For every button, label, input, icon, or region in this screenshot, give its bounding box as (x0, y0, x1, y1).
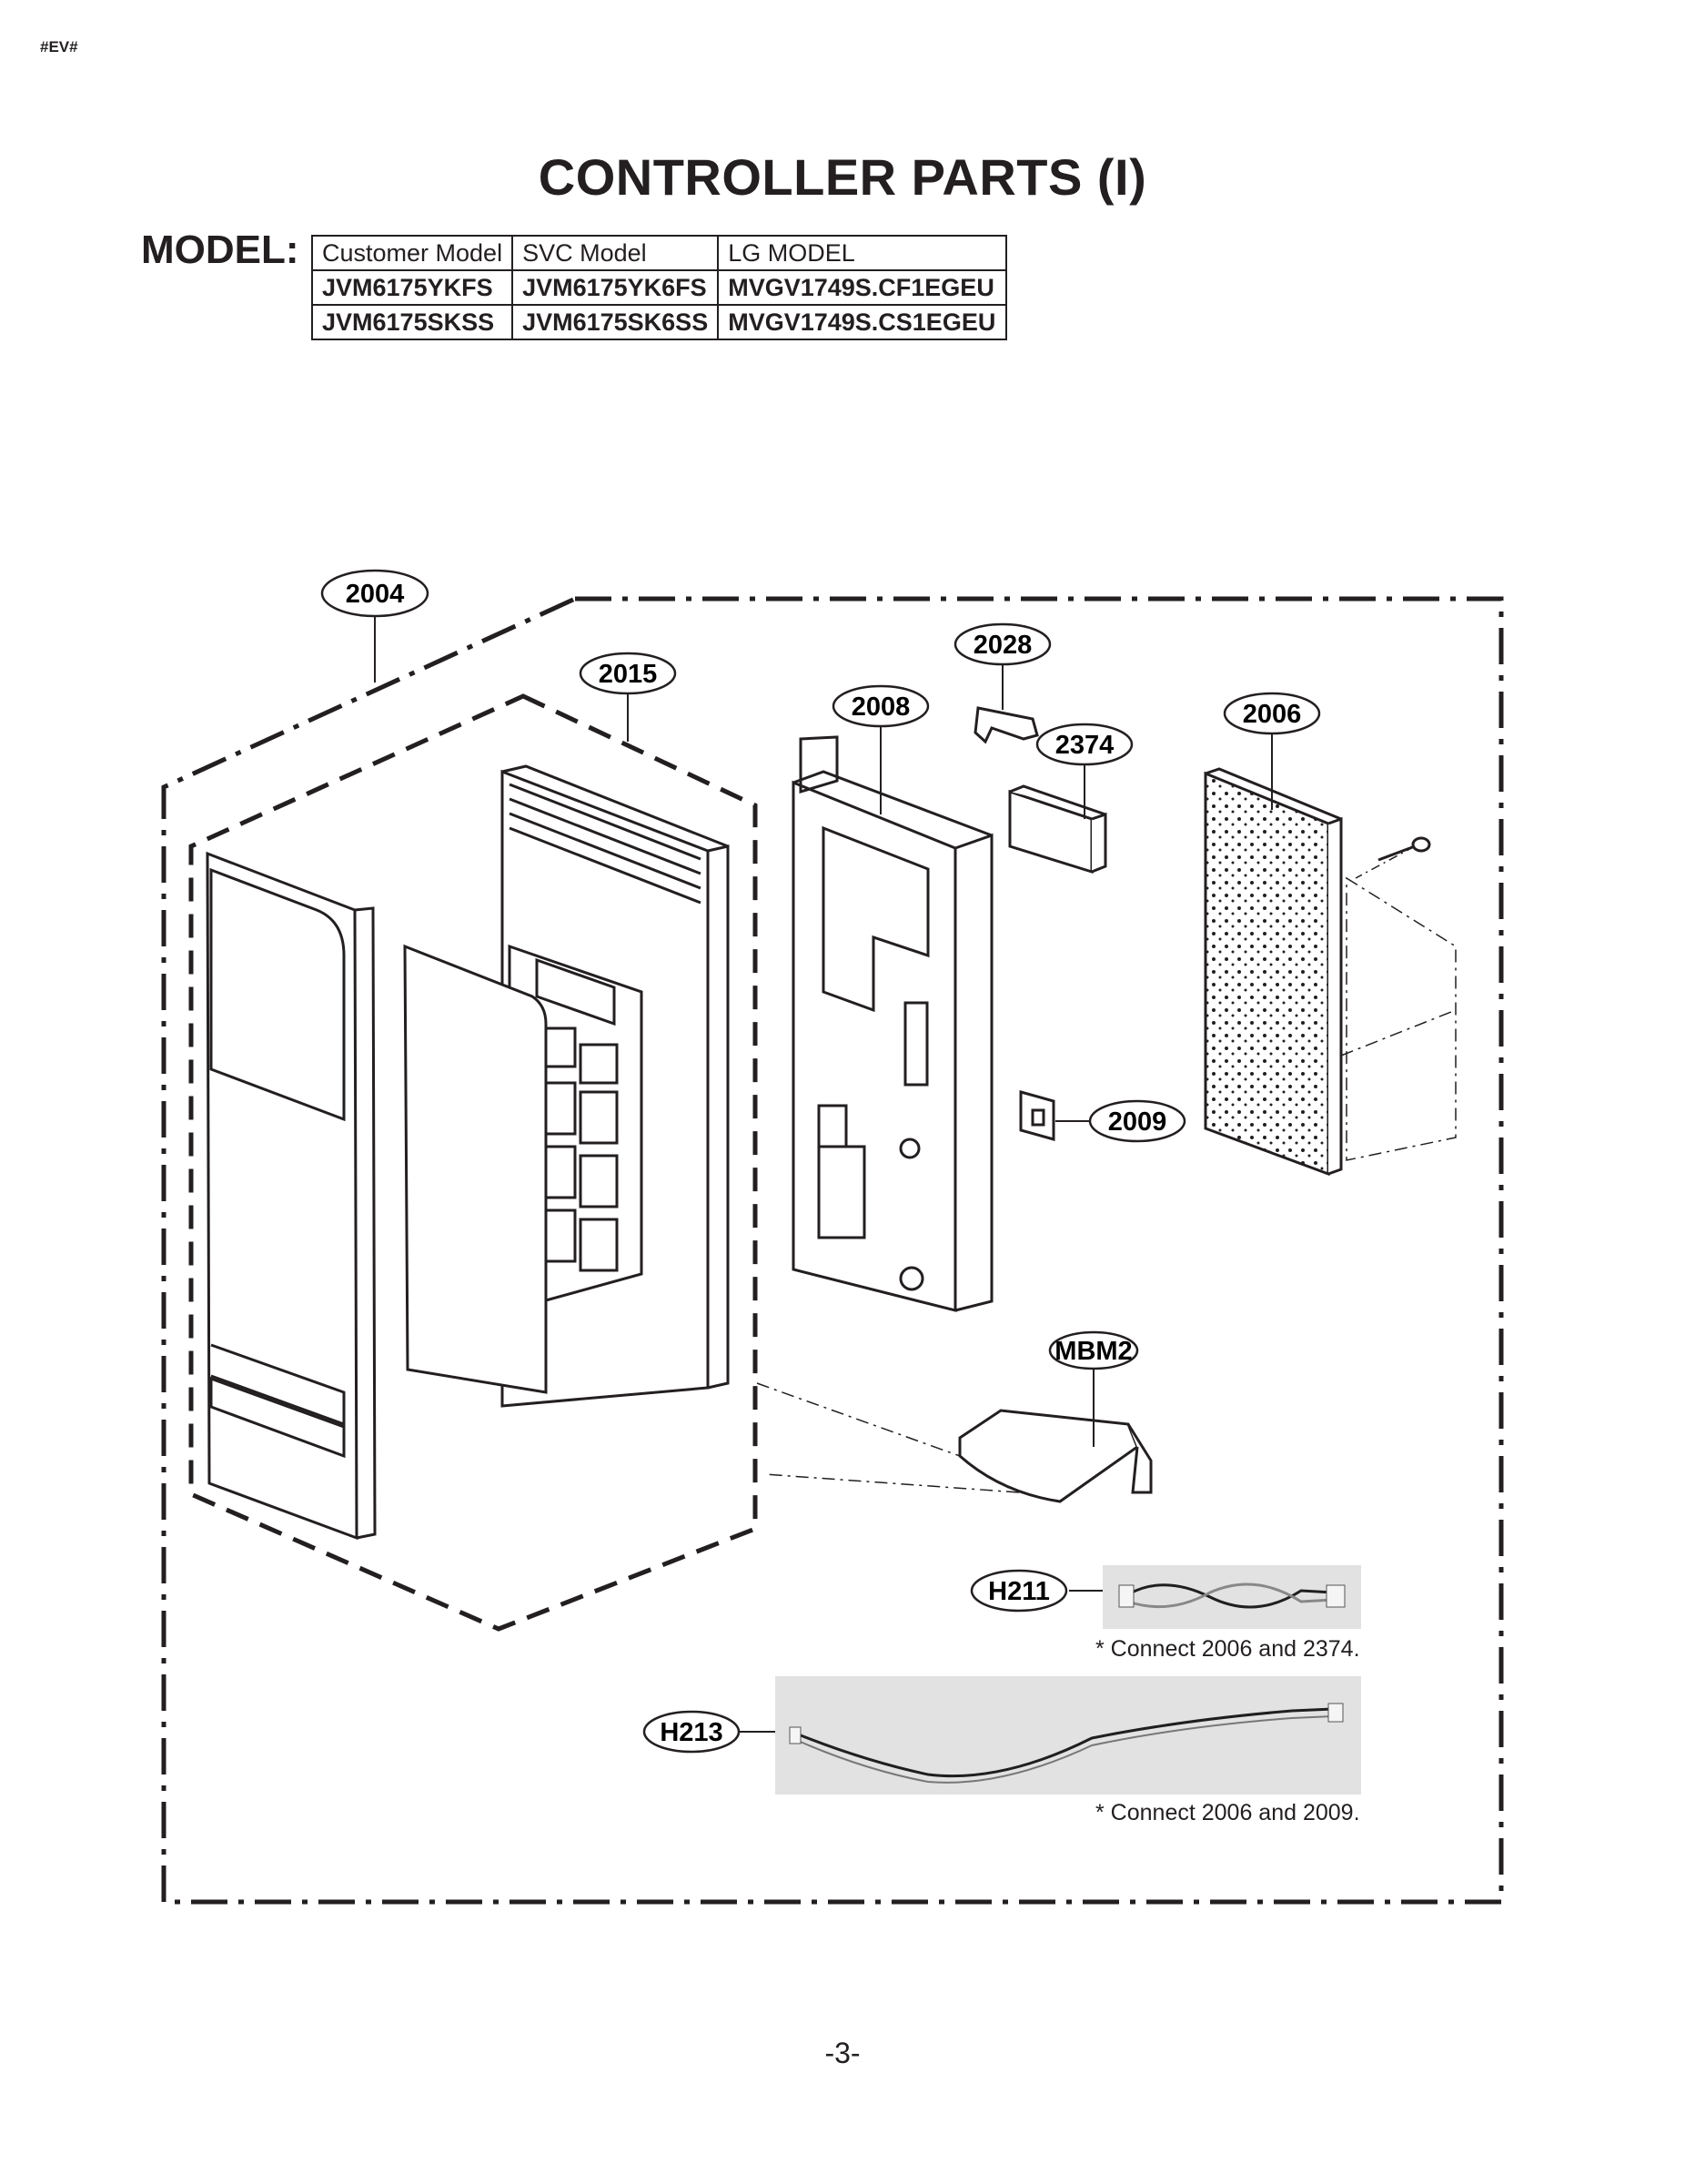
h211-harness-photo (1103, 1565, 1361, 1629)
note-h211: * Connect 2006 and 2374. (1095, 1636, 1360, 1662)
table-cell: JVM6175SKSS (310, 304, 514, 340)
callout-mbm2: MBM2 (1048, 1330, 1139, 1370)
svg-text:2374: 2374 (1055, 731, 1115, 760)
svg-text:2009: 2009 (1108, 1107, 1167, 1137)
svg-text:H213: H213 (660, 1718, 722, 1747)
svg-text:2008: 2008 (852, 693, 911, 722)
table-row: JVM6175SKSS JVM6175SK6SS MVGV1749S.CS1EG… (310, 304, 1008, 340)
h213-harness-photo (775, 1676, 1361, 1795)
svg-text:2004: 2004 (346, 580, 405, 609)
mbm2-dashed-link (756, 1382, 1020, 1493)
inner-boundary (188, 693, 758, 1632)
page-number: -3- (824, 2037, 861, 2069)
table-row: JVM6175YKFS JVM6175YK6FS MVGV1749S.CF1EG… (310, 269, 1008, 306)
svg-text:MBM2: MBM2 (1054, 1337, 1132, 1366)
page-title: CONTROLLER PARTS (I) (538, 148, 1147, 206)
header-customer-model: Customer Model (310, 235, 514, 271)
callout-2028: 2028 (953, 622, 1052, 666)
svg-text:2006: 2006 (1243, 700, 1302, 729)
overlay-sheet (403, 944, 548, 1394)
part-2006-pcb (1204, 767, 1457, 1177)
table-cell: MVGV1749S.CS1EGEU (717, 304, 1008, 340)
screw-icon (1355, 836, 1431, 879)
part-2008-bracket (792, 735, 994, 1312)
note-h213: * Connect 2006 and 2009. (1095, 1800, 1360, 1825)
table-cell: JVM6175YK6FS (511, 269, 720, 306)
model-table-header: Customer Model SVC Model LG MODEL (310, 235, 1008, 271)
header-svc-model: SVC Model (511, 235, 720, 271)
callout-2004: 2004 (320, 569, 429, 618)
part-2028-clip (974, 706, 1039, 744)
callout-2374: 2374 (1035, 723, 1134, 766)
svg-text:2028: 2028 (974, 631, 1033, 660)
part-2374-module (1008, 784, 1107, 875)
callout-2008: 2008 (832, 684, 930, 728)
outer-boundary (161, 596, 1504, 1905)
callout-h213: H213 (642, 1710, 741, 1754)
header-lg-model: LG MODEL (717, 235, 1008, 271)
model-table: Customer Model SVC Model LG MODEL JVM617… (310, 235, 1008, 340)
callout-h211: H211 (970, 1569, 1068, 1613)
model-label: MODEL: (141, 228, 299, 272)
table-cell: JVM6175SK6SS (511, 304, 720, 340)
part-mbm2-sheet (958, 1409, 1153, 1503)
header-mark: #EV# (40, 38, 78, 56)
table-cell: MVGV1749S.CF1EGEU (717, 269, 1008, 306)
svg-text:H211: H211 (988, 1577, 1050, 1606)
callout-2006: 2006 (1223, 692, 1321, 735)
part-2009-sensor (1019, 1090, 1055, 1141)
callout-2015: 2015 (579, 652, 677, 695)
table-cell: JVM6175YKFS (310, 269, 514, 306)
part-2004-panel (206, 851, 377, 1541)
svg-text:2015: 2015 (599, 660, 658, 689)
callout-2009: 2009 (1088, 1099, 1186, 1143)
